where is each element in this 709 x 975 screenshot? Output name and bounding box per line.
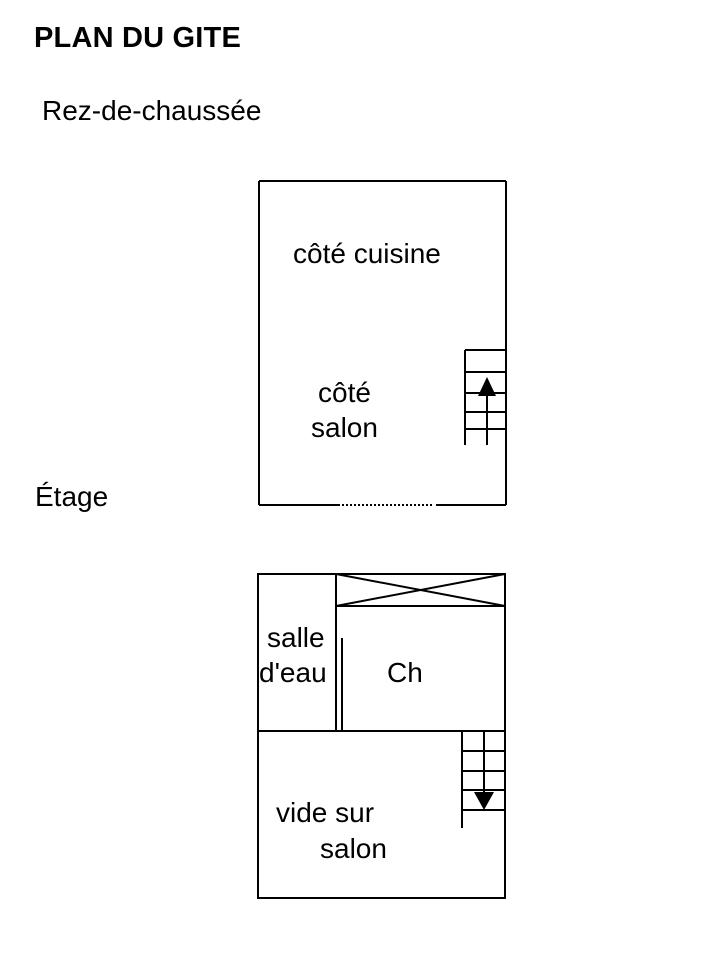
upper-wall-outline — [257, 573, 506, 899]
room-kitchen-side: côté cuisine — [293, 238, 441, 269]
room-void-line2: salon — [320, 833, 387, 864]
upper-floor-plan — [257, 573, 506, 899]
room-void-line1: vide sur — [276, 797, 374, 828]
ground-floor-plan — [258, 180, 507, 506]
ground-staircase — [464, 349, 506, 445]
room-living-side-line2: salon — [311, 412, 378, 443]
page-title: PLAN DU GITE — [34, 22, 242, 54]
room-living-side-line1: côté — [318, 377, 371, 408]
arrow-down-icon — [474, 792, 494, 810]
arrow-up-icon — [478, 377, 496, 396]
room-shower-line1: salle — [267, 622, 325, 653]
upper-staircase — [461, 731, 505, 828]
upper-floor-label: Étage — [35, 481, 109, 512]
room-bedroom: Ch — [387, 657, 423, 688]
room-shower-line2: d'eau — [259, 657, 327, 688]
ground-floor-label: Rez-de-chaussée — [42, 95, 262, 126]
